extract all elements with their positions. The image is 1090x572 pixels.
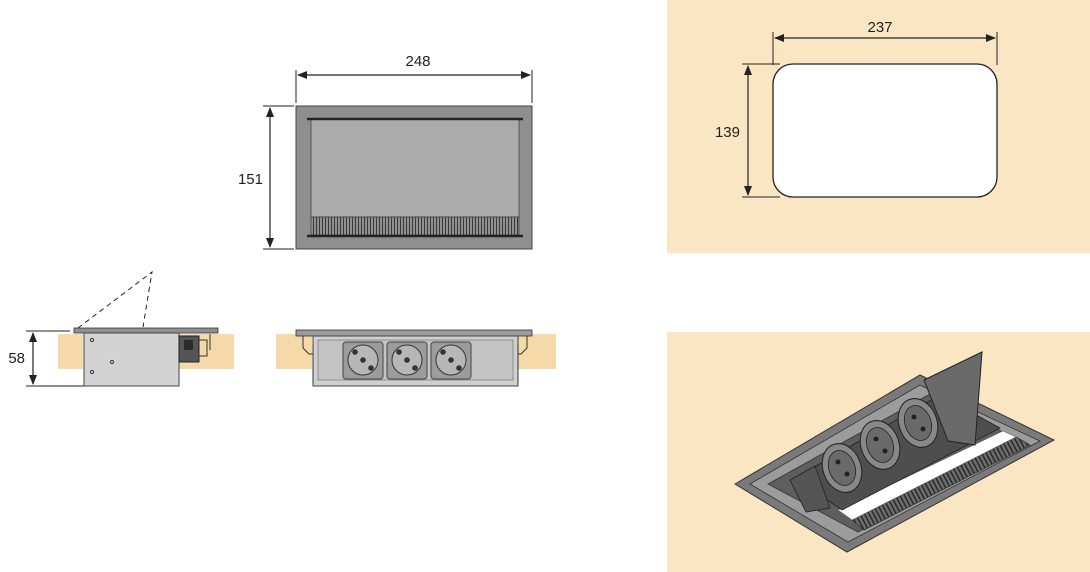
width-dimension-label: 248 — [405, 53, 430, 70]
depth-dimension-label: 58 — [8, 350, 25, 367]
brush-strip — [310, 216, 520, 236]
height-dimension-label: 151 — [238, 171, 263, 188]
render-socket-icon — [821, 443, 863, 493]
render-socket-icon — [897, 398, 939, 448]
cutout-outline — [772, 63, 998, 198]
cutout-panel: 237 139 — [667, 0, 1090, 253]
side-view: 58 — [8, 270, 234, 387]
render-lid — [923, 351, 983, 446]
cutout-width-label: 237 — [867, 19, 892, 36]
socket-icon — [430, 341, 472, 380]
lid-panel — [310, 118, 520, 218]
socket-icon — [342, 341, 384, 380]
open-lid-dashed — [77, 270, 153, 329]
cutout-height-label: 139 — [715, 124, 740, 141]
front-view — [276, 329, 556, 387]
render-socket-icon — [859, 420, 901, 470]
product-render-panel — [667, 332, 1090, 572]
housing-body — [83, 332, 180, 387]
worktop-left — [58, 334, 83, 369]
top-view: 248 151 — [238, 53, 533, 250]
socket-icon — [386, 341, 428, 380]
worktop-right-front — [518, 334, 556, 369]
